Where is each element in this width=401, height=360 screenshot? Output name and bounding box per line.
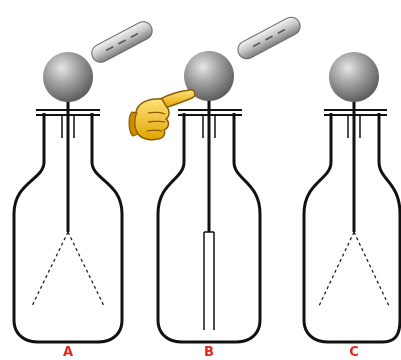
panel-c: C: [304, 52, 400, 360]
metal-sphere: [329, 52, 379, 102]
glass-rod-icon: [235, 14, 303, 62]
panel-label-a: A: [63, 345, 73, 360]
gold-leaf-right: [354, 232, 389, 306]
gold-leaf-right: [68, 232, 104, 306]
panel-a: A: [14, 19, 155, 360]
gold-leaf-left: [319, 232, 354, 306]
metal-sphere: [43, 52, 93, 102]
panel-label-c: C: [349, 345, 359, 360]
jar-outline: [304, 113, 400, 342]
gold-leaf-left: [32, 232, 68, 306]
panel-label-b: B: [204, 345, 214, 360]
panel-b: B: [129, 14, 303, 360]
glass-rod-icon: [89, 19, 156, 66]
